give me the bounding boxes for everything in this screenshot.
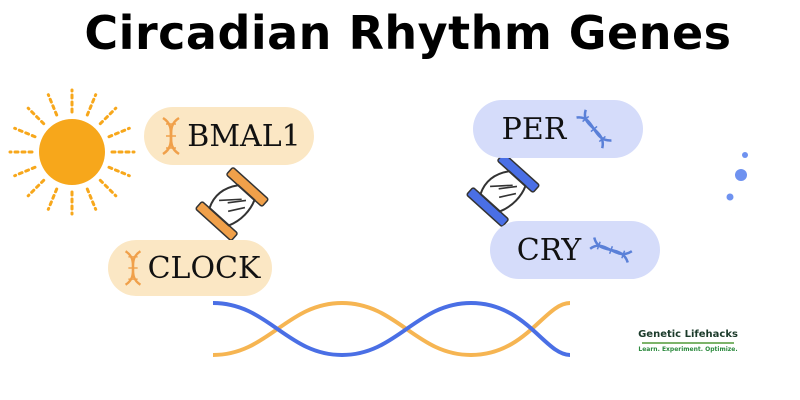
logo-divider	[642, 342, 734, 344]
handshake-icon	[195, 167, 269, 241]
gene-label-clock: CLOCK	[147, 250, 261, 286]
sun-ray	[98, 106, 118, 126]
gene-label-cry: CRY	[516, 232, 582, 268]
dna-icon	[589, 237, 633, 263]
sun-ray	[46, 93, 59, 117]
dna-icon	[576, 109, 612, 149]
sun-ray	[107, 165, 131, 178]
orange-wave	[212, 300, 571, 358]
logo-tagline: Learn. Experiment. Optimize.	[638, 346, 738, 353]
sun-ray	[85, 93, 98, 117]
logo-genetic-lifehacks: Genetic Lifehacks Learn. Experiment. Opt…	[618, 329, 758, 353]
logo-name: Genetic Lifehacks	[638, 329, 738, 340]
moon-icon	[684, 108, 766, 220]
dna-icon	[162, 116, 181, 156]
sun-ray	[46, 187, 59, 211]
sun-ray	[98, 178, 118, 198]
gene-pill-bmal1: BMAL1	[144, 107, 314, 165]
gene-label-bmal1: BMAL1	[187, 118, 301, 154]
gene-pill-cry: CRY	[490, 221, 660, 279]
gene-pill-per: PER	[473, 100, 643, 158]
sun-ray	[85, 187, 98, 211]
gene-pill-clock: CLOCK	[108, 240, 272, 296]
sun-ray	[107, 126, 131, 139]
page-title: Circadian Rhythm Genes	[84, 6, 732, 60]
sun-ray	[26, 178, 46, 198]
sun-icon	[8, 88, 136, 216]
blue-wave	[212, 300, 571, 358]
gene-label-per: PER	[501, 111, 567, 147]
rhythm-waves	[212, 300, 571, 358]
dna-icon	[124, 250, 141, 286]
handshake-icon	[466, 153, 540, 227]
sun-ray	[13, 126, 37, 139]
sun-ray	[26, 106, 46, 126]
sun-ray	[13, 165, 37, 178]
